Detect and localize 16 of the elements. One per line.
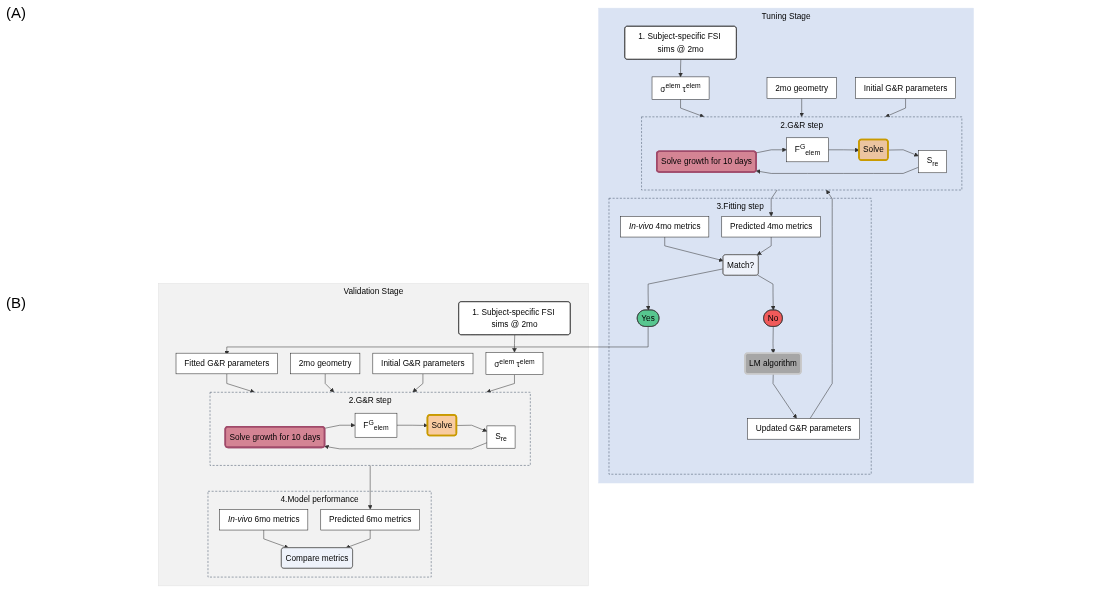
- node-box: In-vivo 4mo metrics: [620, 216, 710, 238]
- node-box: Initial G&R parameters: [855, 77, 956, 99]
- node-box: 2mo geometry: [766, 77, 837, 99]
- node-box: Updated G&R parameters: [747, 418, 860, 440]
- node-box: σ$^{elem}$ τ$^{elem}$: [651, 76, 710, 100]
- node-box: Initial G&R parameters: [372, 352, 474, 375]
- panel-letter: (A): [6, 4, 26, 21]
- node-box: In-vivo 6mo metrics: [219, 509, 309, 531]
- node-box: Fitted G&R parameters: [175, 352, 278, 375]
- node-box: σ$^{elem}$ τ$^{elem}$: [485, 352, 544, 375]
- node-box: 2mo geometry: [290, 352, 361, 375]
- node-box: Predicted 6mo metrics: [320, 509, 420, 531]
- node-box: S$_{re}$: [486, 425, 516, 449]
- node-box: S$_{re}$: [918, 150, 947, 174]
- panel-letter: (B): [6, 294, 26, 311]
- node-box: Predicted 4mo metrics: [721, 216, 821, 238]
